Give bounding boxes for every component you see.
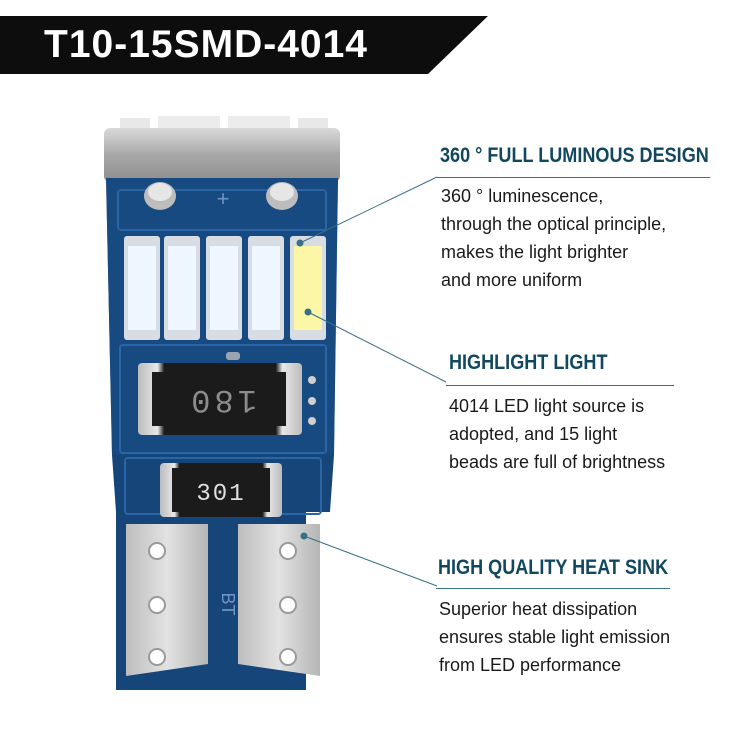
feature-line: from LED performance xyxy=(439,655,622,675)
feature-line: Superior heat dissipation xyxy=(439,599,638,619)
product-title: T10-15SMD-4014 xyxy=(44,23,368,66)
feature-text-heat-sink: Superior heat dissipation ensures stable… xyxy=(439,595,670,679)
resistor-180-code: 180 xyxy=(187,381,257,418)
feature-line: through the optical principle, xyxy=(441,214,667,234)
resistor-301: 301 xyxy=(160,463,282,517)
led-chip xyxy=(128,246,156,330)
resistor-301-code: 301 xyxy=(196,481,245,508)
title-banner: T10-15SMD-4014 xyxy=(0,16,490,74)
feature-divider xyxy=(446,385,674,386)
feature-title-luminous: 360 ° FULL LUMINOUS DESIGN xyxy=(440,144,709,167)
feature-divider xyxy=(437,177,710,178)
metal-cap xyxy=(104,116,340,182)
pcb-marking: BT xyxy=(218,592,238,615)
feature-text-luminous: 360 ° luminescence, through the optical … xyxy=(441,182,666,294)
plus-marking: + xyxy=(217,186,230,211)
led-chip xyxy=(252,246,280,330)
feature-line: 4014 LED light source is xyxy=(449,396,645,416)
feature-line: makes the light brighter xyxy=(441,242,629,262)
feature-title-highlight: HIGHLIGHT LIGHT xyxy=(449,351,608,374)
feature-title-heat-sink: HIGH QUALITY HEAT SINK xyxy=(438,556,669,579)
feature-text-highlight: 4014 LED light source is adopted, and 15… xyxy=(449,392,665,476)
feature-line: ensures stable light emission xyxy=(439,627,671,647)
banner-shape xyxy=(0,16,488,74)
contact-pads xyxy=(126,524,320,676)
led-chip-row xyxy=(124,236,326,340)
led-chip xyxy=(210,246,238,330)
solder-points xyxy=(144,182,298,210)
feature-line: beads are full of brightness xyxy=(449,452,666,472)
resistor-180: 180 xyxy=(138,352,316,435)
feature-divider xyxy=(436,588,670,589)
led-chip xyxy=(168,246,196,330)
feature-line: adopted, and 15 light xyxy=(449,424,618,444)
led-chip xyxy=(294,246,322,330)
feature-line: and more uniform xyxy=(441,270,583,290)
feature-line: 360 ° luminescence, xyxy=(441,186,604,206)
